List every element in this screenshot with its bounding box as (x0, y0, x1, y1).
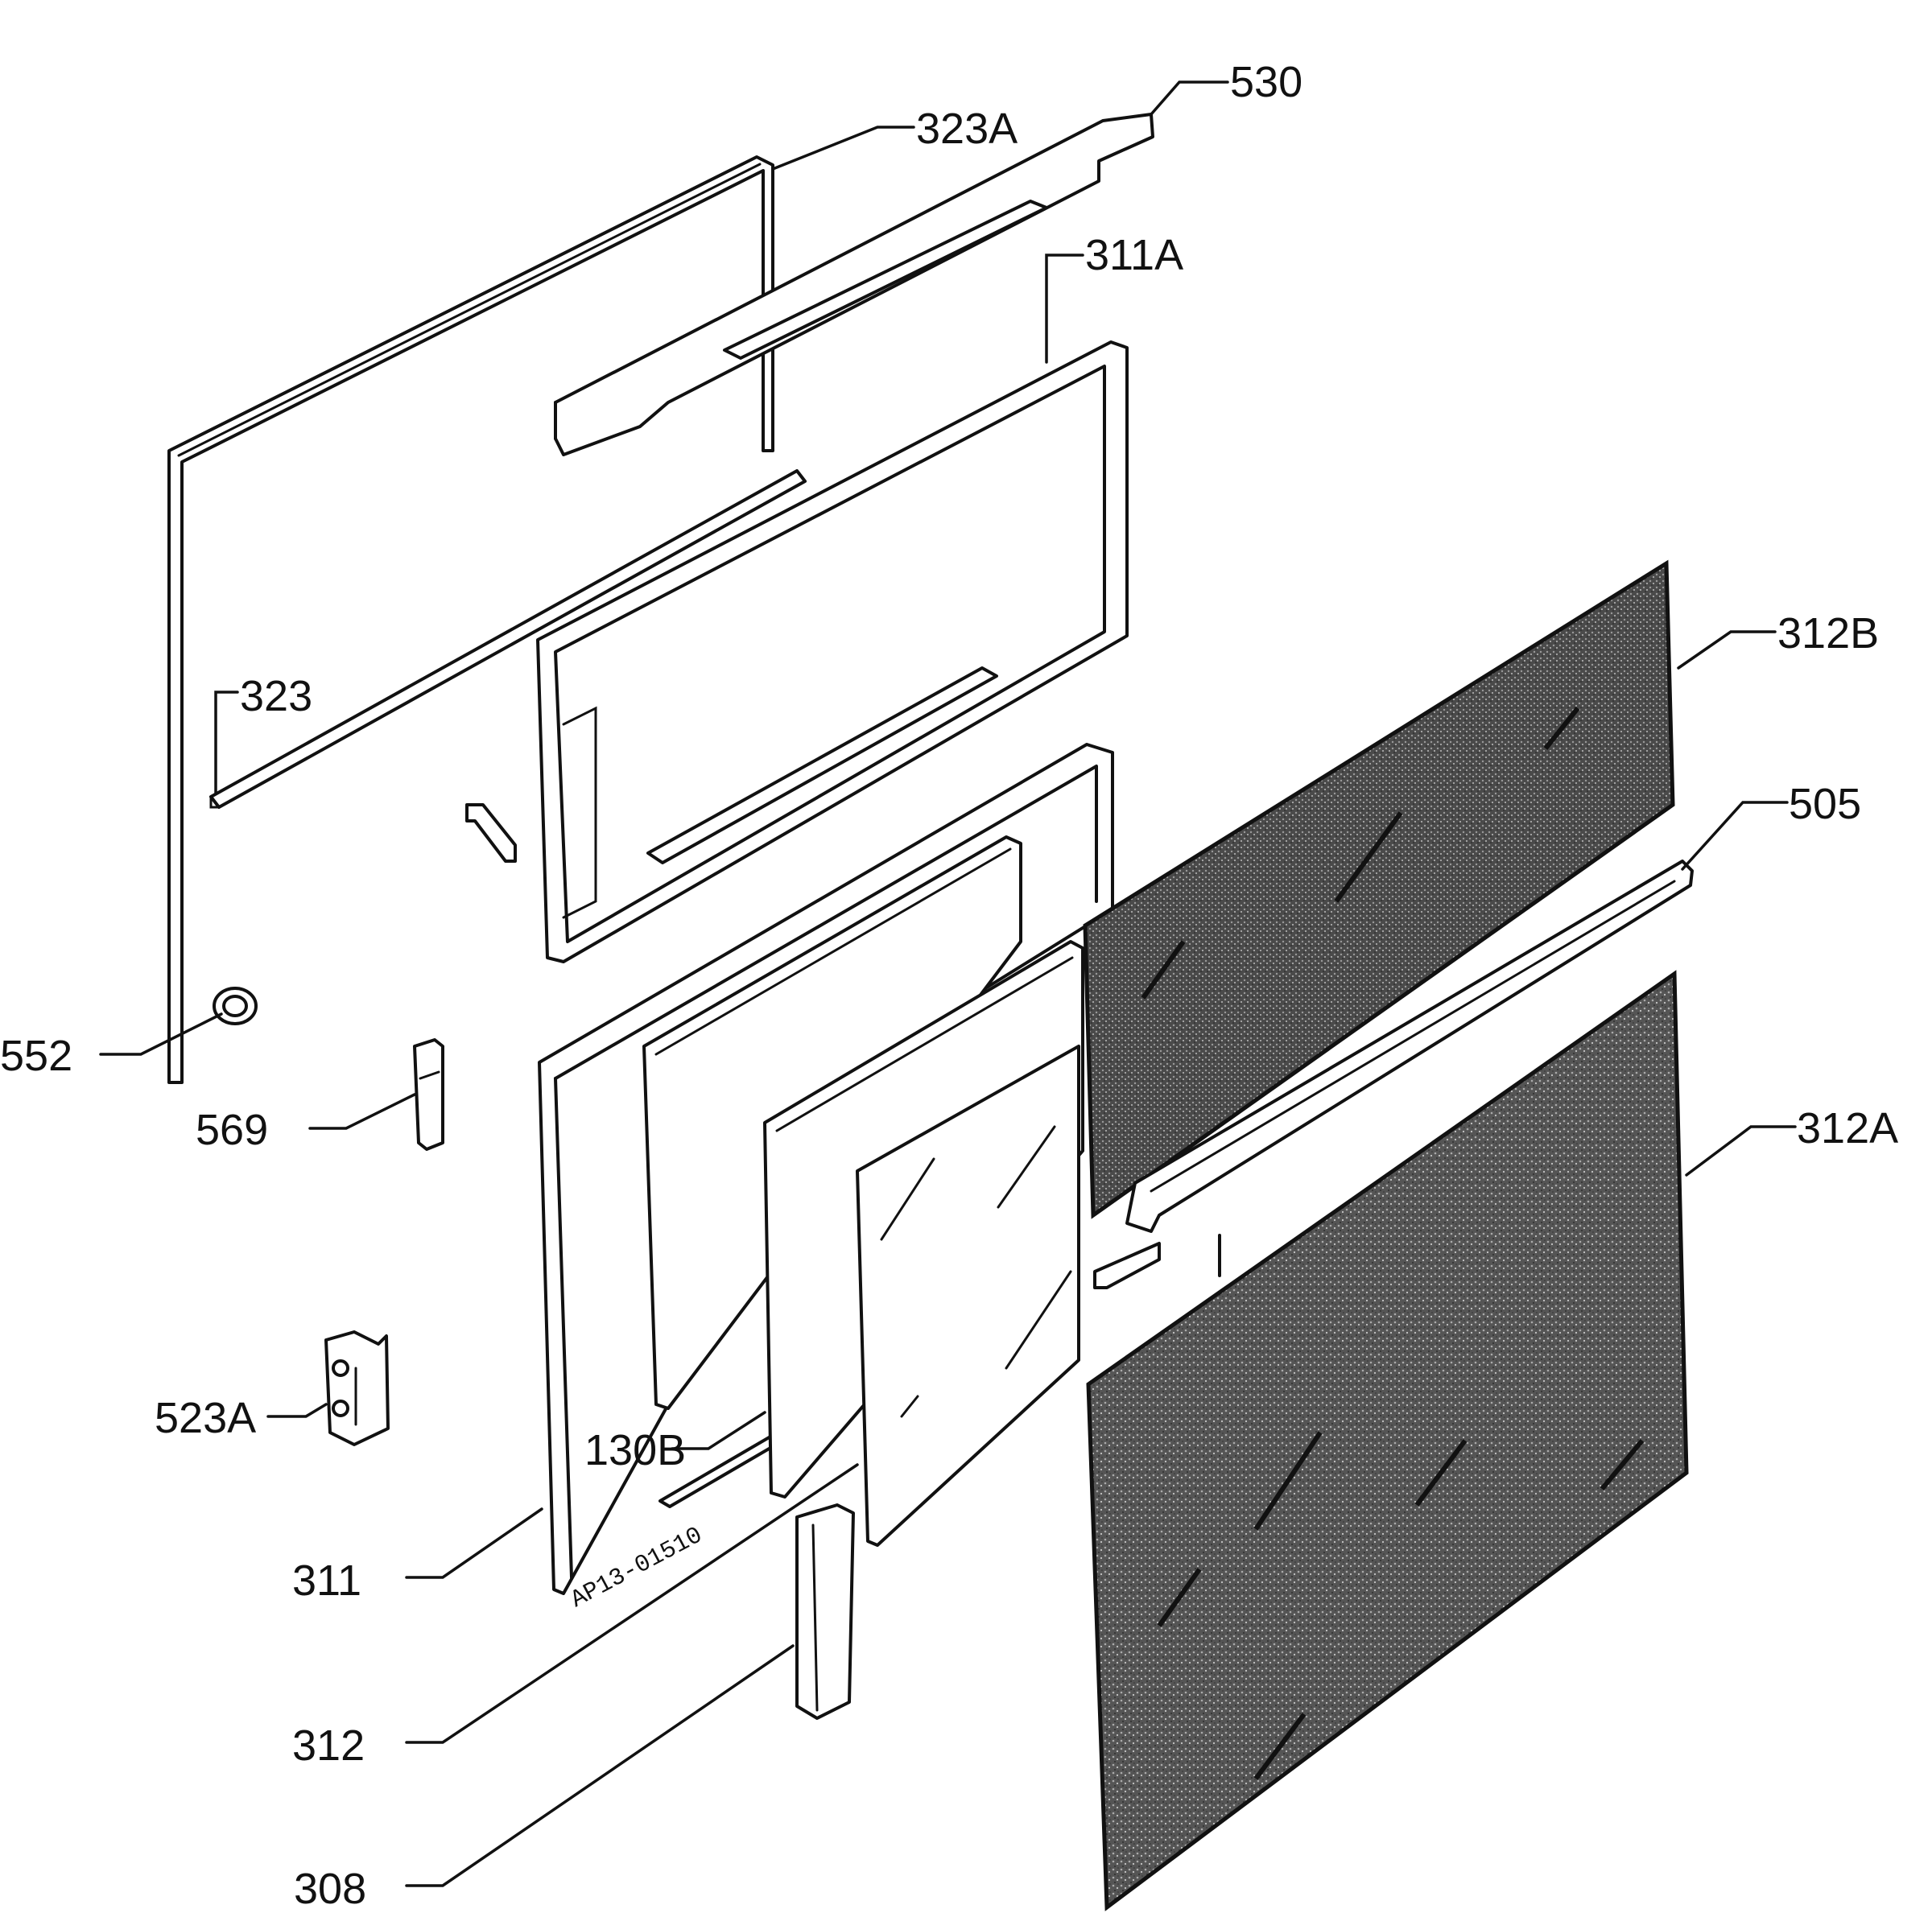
label-523A: 523A (155, 1394, 256, 1442)
dark-glass-312A (1086, 970, 1689, 1911)
rail-505 (1093, 860, 1694, 1289)
label-569: 569 (196, 1106, 268, 1154)
label-312A: 312A (1797, 1104, 1898, 1152)
label-311: 311 (292, 1556, 361, 1605)
label-552: 552 (0, 1032, 72, 1080)
vent-bar-530 (554, 113, 1154, 456)
label-311A: 311A (1085, 231, 1183, 279)
label-130B: 130B (584, 1426, 686, 1474)
clip-569 (413, 1038, 444, 1151)
leader-lines (99, 80, 1797, 1887)
inner-frame-311A (465, 340, 1129, 963)
dark-glass-312B (1083, 559, 1675, 1219)
strip-323 (209, 469, 807, 809)
label-505: 505 (1789, 780, 1861, 828)
hinge-bracket-523A (324, 1330, 390, 1446)
label-530: 530 (1230, 58, 1302, 106)
label-323A: 323A (916, 105, 1018, 153)
label-323: 323 (240, 672, 312, 720)
label-312B: 312B (1777, 609, 1879, 658)
label-312: 312 (292, 1721, 365, 1770)
clear-glass-pane (856, 1045, 1080, 1547)
label-308: 308 (294, 1865, 366, 1913)
side-trim-308 (795, 1503, 855, 1720)
grommet-552 (213, 987, 258, 1025)
